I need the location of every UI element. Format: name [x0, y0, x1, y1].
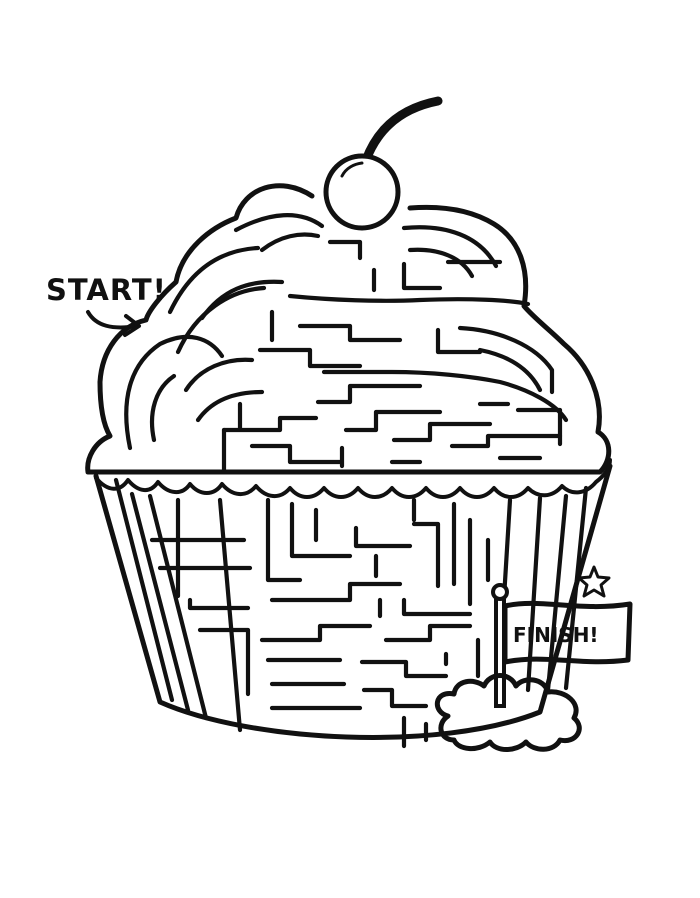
cherry-stem [361, 96, 443, 165]
frosting-outline [85, 183, 612, 475]
cherry [323, 96, 443, 231]
flag-pole-knob [491, 583, 509, 601]
finish-cloud [435, 673, 582, 752]
frosting [85, 183, 612, 499]
finish-area: FINISH! [435, 565, 633, 752]
finish-star-icon [577, 565, 611, 598]
finish-label: FINISH! [513, 623, 599, 647]
start-label: START! [46, 273, 167, 307]
finish-flag [502, 600, 633, 665]
cherry-ball [323, 153, 401, 231]
start-arrow-head [123, 314, 141, 337]
finish-sparkle-icon [576, 574, 580, 578]
wrapper-outline [93, 463, 613, 740]
cupcake-wrapper [93, 463, 613, 749]
frosting-scallops [94, 458, 612, 499]
